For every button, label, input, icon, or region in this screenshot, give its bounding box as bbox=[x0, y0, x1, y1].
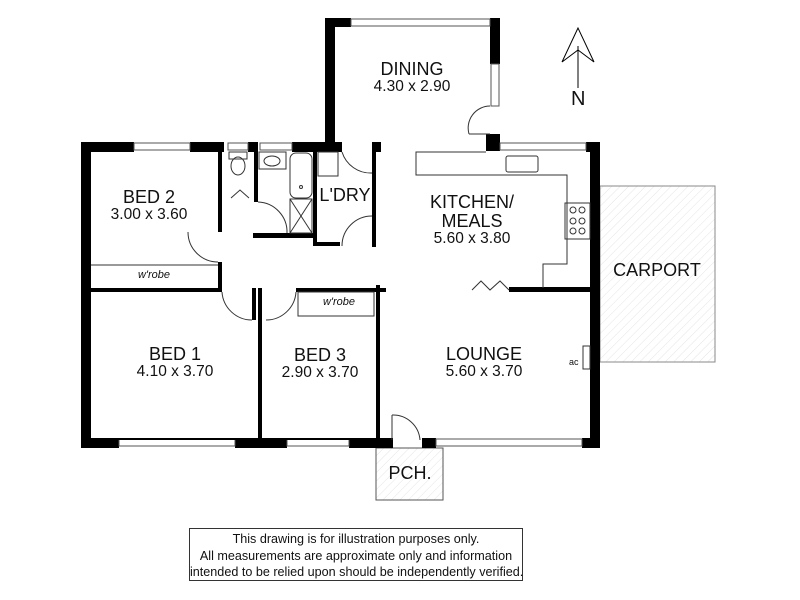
room-lounge: LOUNGE 5.60 x 3.70 bbox=[446, 345, 523, 380]
room-dimensions: 3.00 x 3.60 bbox=[110, 205, 188, 223]
doors-and-fixtures bbox=[91, 26, 595, 441]
room-carport: CARPORT bbox=[613, 261, 701, 280]
wardrobe-label-bed3: w'robe bbox=[322, 296, 356, 308]
ac-label: ac bbox=[569, 357, 579, 367]
room-name: LOUNGE bbox=[445, 344, 523, 364]
room-name: BED 1 bbox=[148, 344, 202, 364]
disclaimer-box: This drawing is for illustration purpose… bbox=[189, 528, 523, 581]
room-name-line1: KITCHEN/ bbox=[429, 192, 515, 212]
windows bbox=[118, 18, 587, 447]
room-name: PCH. bbox=[388, 463, 432, 483]
room-laundry: L'DRY bbox=[319, 186, 370, 205]
north-label: N bbox=[571, 88, 586, 110]
carport-area bbox=[599, 185, 716, 363]
wardrobe-label-bed2: w'robe bbox=[137, 269, 171, 281]
room-name-line2: MEALS bbox=[441, 210, 503, 231]
room-name: BED 2 bbox=[122, 187, 176, 207]
exterior-walls bbox=[81, 18, 600, 448]
interior-walls bbox=[91, 142, 590, 440]
disclaimer-line: intended to be relied upon should be ind… bbox=[190, 565, 524, 579]
room-porch: PCH. bbox=[388, 464, 431, 483]
disclaimer-line: This drawing is for illustration purpose… bbox=[232, 532, 480, 546]
room-name: CARPORT bbox=[613, 260, 701, 280]
room-dining: DINING 4.30 x 2.90 bbox=[374, 60, 451, 95]
room-name: DINING bbox=[380, 59, 444, 79]
room-bed2: BED 2 3.00 x 3.60 bbox=[111, 188, 188, 223]
room-dimensions: 4.30 x 2.90 bbox=[373, 77, 451, 95]
room-bed1: BED 1 4.10 x 3.70 bbox=[137, 345, 214, 380]
room-name: BED 3 bbox=[293, 345, 347, 365]
room-dimensions: 5.60 x 3.80 bbox=[433, 229, 511, 247]
room-name: L'DRY bbox=[319, 185, 371, 205]
disclaimer-line: All measurements are approximate only an… bbox=[199, 548, 513, 563]
room-bed3: BED 3 2.90 x 3.70 bbox=[282, 346, 359, 381]
room-dimensions: 5.60 x 3.70 bbox=[445, 362, 523, 380]
room-kitchen-meals: KITCHEN/ MEALS 5.60 x 3.80 bbox=[430, 193, 514, 247]
porch-area bbox=[375, 447, 444, 501]
room-dimensions: 2.90 x 3.70 bbox=[281, 363, 359, 381]
room-dimensions: 4.10 x 3.70 bbox=[136, 362, 214, 380]
